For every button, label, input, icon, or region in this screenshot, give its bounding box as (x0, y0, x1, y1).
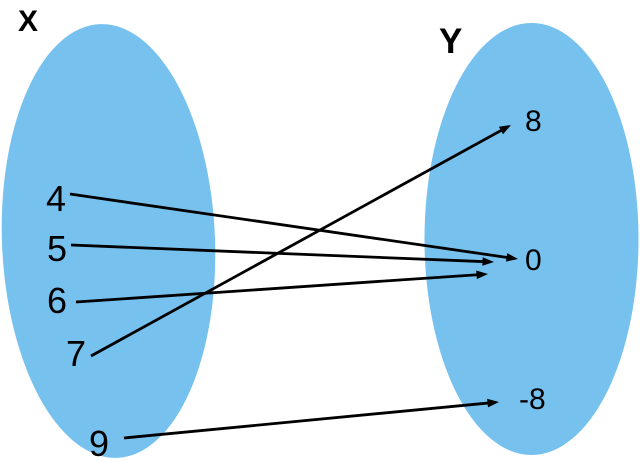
svg-text:4: 4 (46, 178, 66, 219)
svg-text:X: X (18, 5, 38, 38)
svg-text:6: 6 (47, 280, 67, 321)
svg-text:7: 7 (66, 333, 86, 374)
svg-text:8: 8 (525, 105, 542, 138)
svg-text:0: 0 (525, 244, 542, 277)
svg-text:9: 9 (89, 423, 109, 461)
svg-text:Y: Y (439, 22, 462, 61)
svg-text:-8: -8 (519, 383, 546, 416)
svg-text:5: 5 (47, 228, 67, 269)
